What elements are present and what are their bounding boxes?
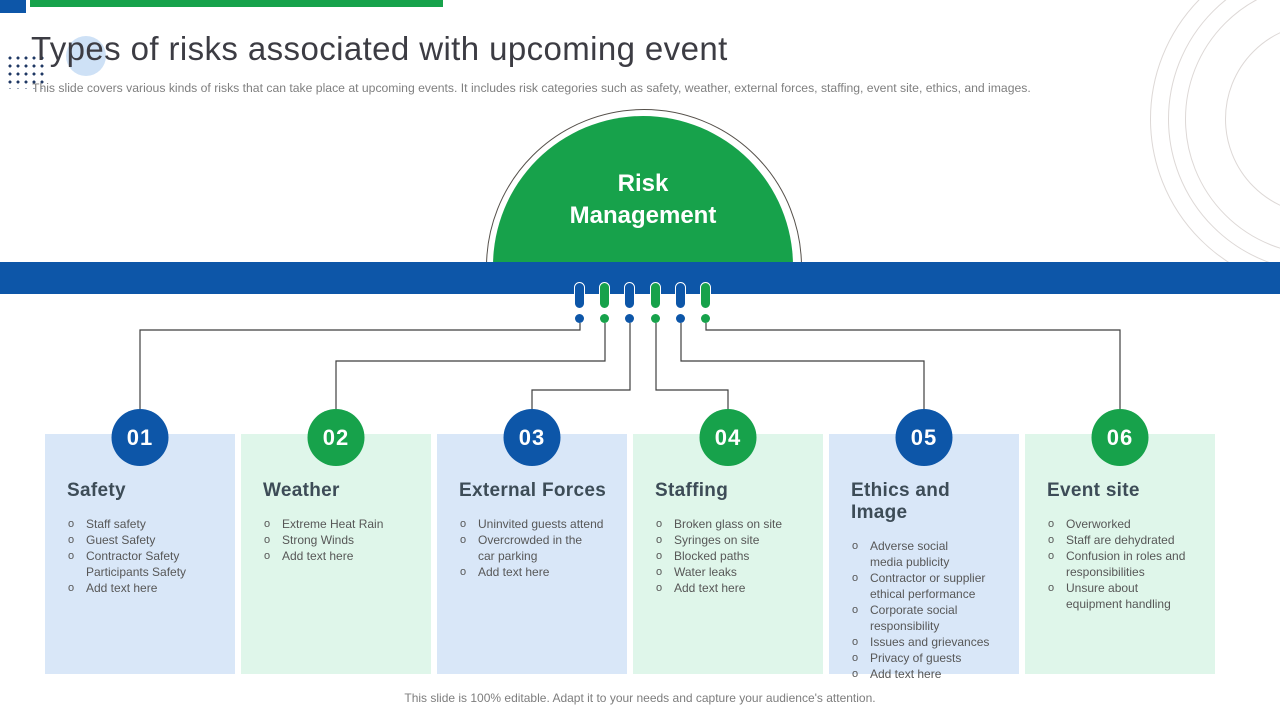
risk-item: Corporate social responsibility	[851, 602, 1009, 634]
risk-item: Add text here	[459, 564, 617, 580]
risk-item-list: Uninvited guests attendOvercrowded in th…	[459, 516, 617, 580]
pill-marker	[574, 282, 585, 309]
risk-item: Broken glass on site	[655, 516, 813, 532]
category-card: 05 Ethics and Image Adverse social media…	[829, 409, 1019, 682]
category-title: Event site	[1047, 480, 1140, 501]
dot-marker	[676, 314, 685, 323]
risk-item: Extreme Heat Rain	[263, 516, 421, 532]
pill-marker	[624, 282, 635, 309]
category-title: Staffing	[655, 480, 729, 501]
category-number-badge: 03	[503, 409, 561, 466]
corner-accent-square	[0, 0, 26, 13]
risk-item: Overcrowded in the car parking	[459, 532, 617, 564]
category-number-badge: 02	[307, 409, 365, 466]
category-title: External Forces	[459, 480, 607, 501]
risk-item: Add text here	[67, 580, 225, 596]
title-accent-circle	[66, 36, 106, 76]
risk-item: Privacy of guests	[851, 650, 1009, 666]
page-subtitle: This slide covers various kinds of risks…	[32, 81, 1031, 95]
category-card: 06 Event site OverworkedStaff are dehydr…	[1025, 409, 1215, 674]
risk-item-list: Adverse social media publicityContractor…	[851, 538, 1009, 682]
category-card: 02 Weather Extreme Heat RainStrong Winds…	[241, 409, 431, 674]
risk-item: Adverse social media publicity	[851, 538, 1009, 570]
category-title: Ethics and Image	[851, 480, 951, 523]
risk-item: Staff are dehydrated	[1047, 532, 1205, 548]
risk-item: Strong Winds	[263, 532, 421, 548]
dot-marker	[575, 314, 584, 323]
dot-marker	[651, 314, 660, 323]
category-number-badge: 06	[1091, 409, 1149, 466]
dot-marker	[600, 314, 609, 323]
risk-item: Contractor Safety Participants Safety	[67, 548, 225, 580]
risk-item: Issues and grievances	[851, 634, 1009, 650]
slide-footer: This slide is 100% editable. Adapt it to…	[404, 691, 876, 705]
category-number-badge: 04	[699, 409, 757, 466]
dot-marker	[625, 314, 634, 323]
risk-item: Blocked paths	[655, 548, 813, 564]
pill-marker	[599, 282, 610, 309]
divider-band	[0, 262, 1280, 294]
risk-item: Contractor or supplier ethical performan…	[851, 570, 1009, 602]
page-title: Types of risks associated with upcoming …	[31, 30, 728, 67]
risk-item-list: Staff safetyGuest SafetyContractor Safet…	[67, 516, 225, 596]
risk-management-label: Risk Management	[569, 170, 717, 229]
risk-management-graphic: Risk Management	[0, 0, 1280, 294]
category-number-badge: 01	[111, 409, 169, 466]
category-title: Weather	[263, 480, 340, 501]
risk-item: Uninvited guests attend	[459, 516, 617, 532]
risk-item: Add text here	[851, 666, 1009, 682]
risk-item: Syringes on site	[655, 532, 813, 548]
category-card: 03 External Forces Uninvited guests atte…	[437, 409, 627, 674]
category-title: Safety	[67, 480, 126, 501]
risk-item: Water leaks	[655, 564, 813, 580]
risk-item-list: Broken glass on siteSyringes on siteBloc…	[655, 516, 813, 596]
top-accent-bar	[30, 0, 443, 7]
risk-item: Confusion in roles and responsibilities	[1047, 548, 1205, 580]
risk-item-list: OverworkedStaff are dehydratedConfusion …	[1047, 516, 1205, 612]
risk-item: Unsure about equipment handling	[1047, 580, 1205, 612]
risk-item: Staff safety	[67, 516, 225, 532]
pill-marker	[650, 282, 661, 309]
dots-grid-decoration	[4, 52, 44, 89]
pill-marker	[700, 282, 711, 309]
risk-item: Guest Safety	[67, 532, 225, 548]
category-card: 04 Staffing Broken glass on siteSyringes…	[633, 409, 823, 674]
risk-item: Overworked	[1047, 516, 1205, 532]
pill-marker	[675, 282, 686, 309]
risk-item: Add text here	[263, 548, 421, 564]
dot-marker	[701, 314, 710, 323]
risk-item: Add text here	[655, 580, 813, 596]
risk-item-list: Extreme Heat RainStrong WindsAdd text he…	[263, 516, 421, 564]
category-number-badge: 05	[895, 409, 953, 466]
category-card: 01 Safety Staff safetyGuest SafetyContra…	[45, 409, 235, 674]
